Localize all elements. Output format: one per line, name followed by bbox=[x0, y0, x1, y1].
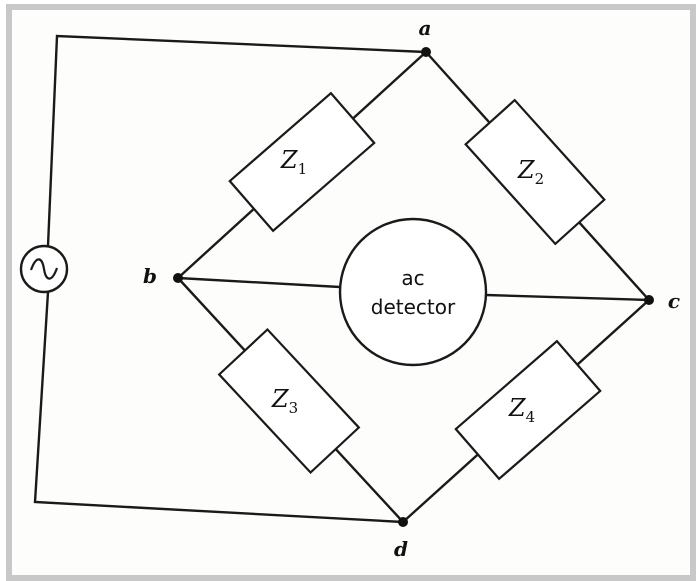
impedance-z4: Z4 bbox=[454, 339, 602, 481]
impedance-z2: Z2 bbox=[464, 98, 606, 246]
wire-b-detector bbox=[176, 276, 342, 289]
wire-bottom bbox=[33, 290, 405, 524]
node-a-dot bbox=[421, 47, 431, 57]
impedance-z3: Z3 bbox=[217, 327, 361, 475]
wire-top bbox=[46, 34, 428, 248]
detector-label-line1: ac bbox=[401, 266, 424, 290]
node-b-dot bbox=[173, 273, 183, 283]
ac-detector: ac detector bbox=[338, 217, 488, 367]
node-c-label: c bbox=[668, 289, 680, 313]
node-d-dot bbox=[398, 517, 408, 527]
node-a-label: a bbox=[419, 16, 432, 40]
impedance-z1: Z1 bbox=[228, 91, 376, 233]
detector-label-line2: detector bbox=[371, 295, 456, 319]
node-c-dot bbox=[644, 295, 654, 305]
node-d-label: d bbox=[394, 537, 408, 561]
svg-text:Z4: Z4 bbox=[508, 394, 535, 426]
wire-detector-c bbox=[484, 293, 651, 302]
ac-source bbox=[19, 244, 69, 294]
svg-text:Z1: Z1 bbox=[280, 146, 307, 178]
svg-text:Z3: Z3 bbox=[271, 385, 298, 417]
svg-text:Z2: Z2 bbox=[517, 156, 544, 188]
node-b-label: b bbox=[143, 264, 157, 288]
sine-wave-icon bbox=[29, 258, 59, 280]
